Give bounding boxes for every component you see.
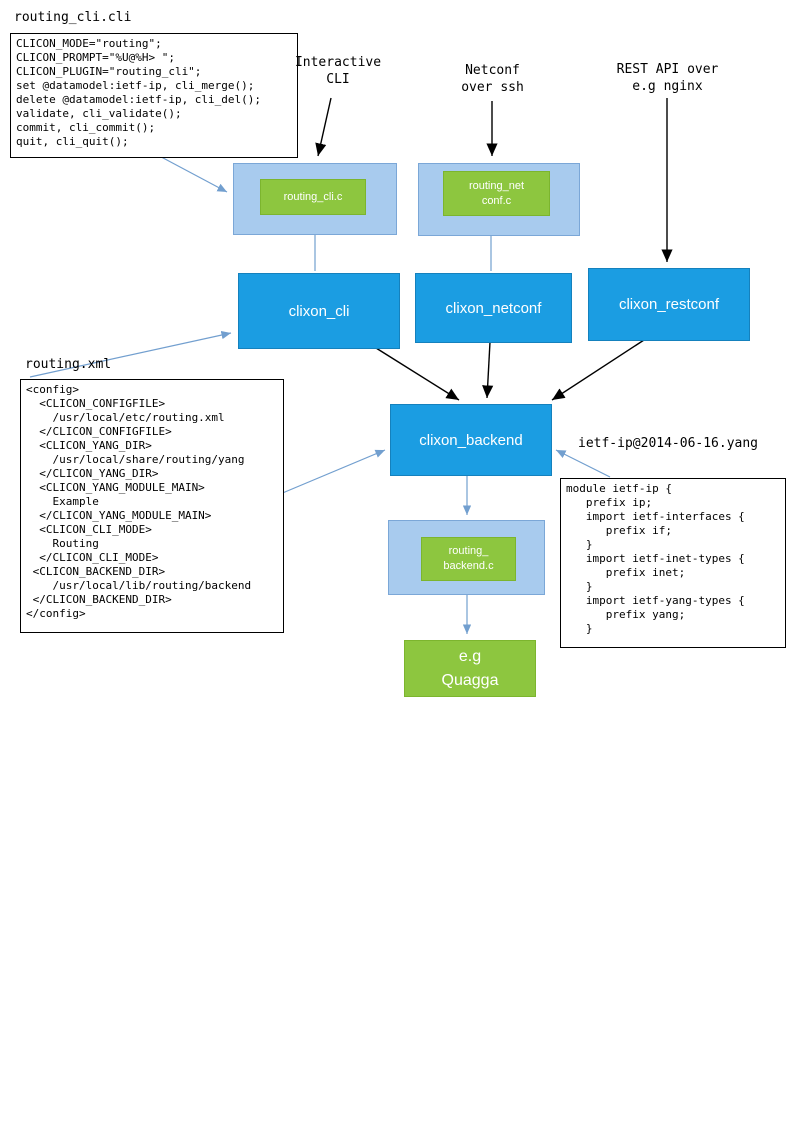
routing-cli-c-node: routing_cli.c <box>260 179 366 215</box>
quagga-node: e.g Quagga <box>404 640 536 697</box>
ietf-yang-code-box: module ietf-ip { prefix ip; import ietf-… <box>560 478 786 648</box>
ietf-yang-file-label: ietf-ip@2014-06-16.yang <box>578 436 759 451</box>
interactive-cli-annotation: Interactive CLI <box>294 55 382 87</box>
clixon-cli-node: clixon_cli <box>238 273 400 349</box>
arrow-routing-xml-to-backend <box>272 449 386 498</box>
routing-xml-code-box: <config> <CLICON_CONFIGFILE> /usr/local/… <box>20 379 284 633</box>
clixon-netconf-node: clixon_netconf <box>415 273 572 343</box>
arrow-interactive-cli-to-routing-cli-c <box>315 97 332 157</box>
arrow-clixon-cli-to-backend <box>375 347 460 401</box>
routing-cli-code-box: CLICON_MODE="routing"; CLICON_PROMPT="%U… <box>10 33 298 158</box>
routing-cli-file-label: routing_cli.cli <box>14 10 132 25</box>
arrow-yang-to-backend <box>555 449 611 478</box>
arrow-clixon-netconf-to-backend <box>482 341 494 399</box>
routing-netconf-c-node: routing_net conf.c <box>443 171 550 216</box>
clixon-backend-node: clixon_backend <box>390 404 552 476</box>
netconf-over-ssh-annotation: Netconf over ssh <box>461 63 524 95</box>
routing-backend-c-node: routing_ backend.c <box>421 537 516 581</box>
clixon-restconf-node: clixon_restconf <box>588 268 750 341</box>
rest-api-annotation: REST API over e.g nginx <box>616 62 719 94</box>
routing-xml-file-label: routing.xml <box>25 357 112 372</box>
arrow-routing-xml-to-clixon-cli <box>29 330 232 378</box>
arrow-clixon-restconf-to-backend <box>551 339 645 401</box>
